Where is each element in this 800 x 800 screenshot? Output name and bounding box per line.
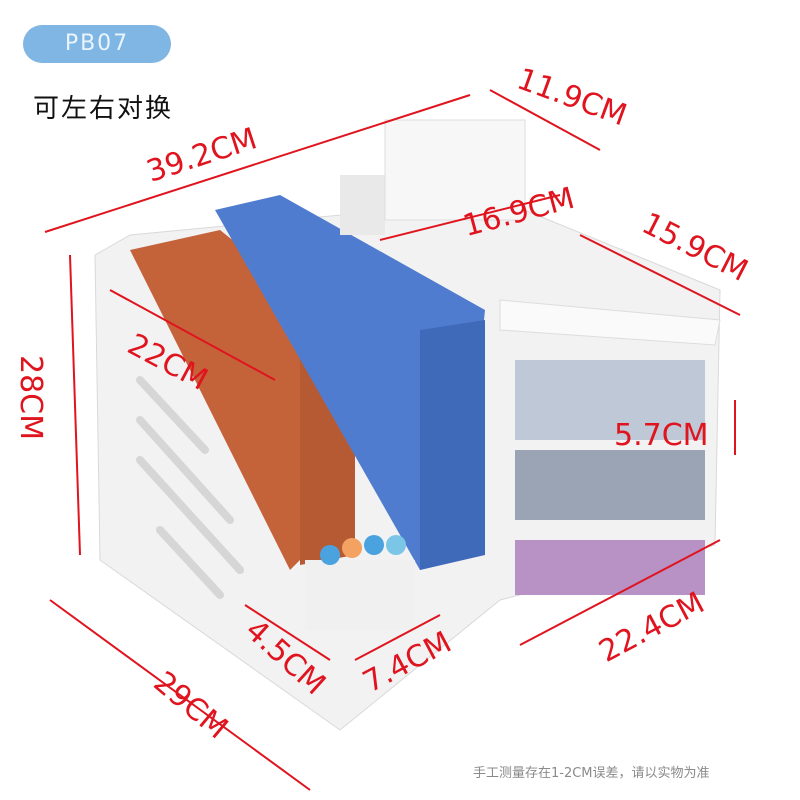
subtitle: 可左右对换	[33, 94, 174, 124]
dim-drawer-gap: 5.7CM	[614, 418, 709, 453]
dim-height: 28CM	[13, 354, 49, 441]
measurement-disclaimer: 手工测量存在1-2CM误差，请以实物为准	[473, 766, 710, 781]
model-label: PB07	[64, 31, 130, 56]
model-badge: PB07	[23, 25, 171, 63]
